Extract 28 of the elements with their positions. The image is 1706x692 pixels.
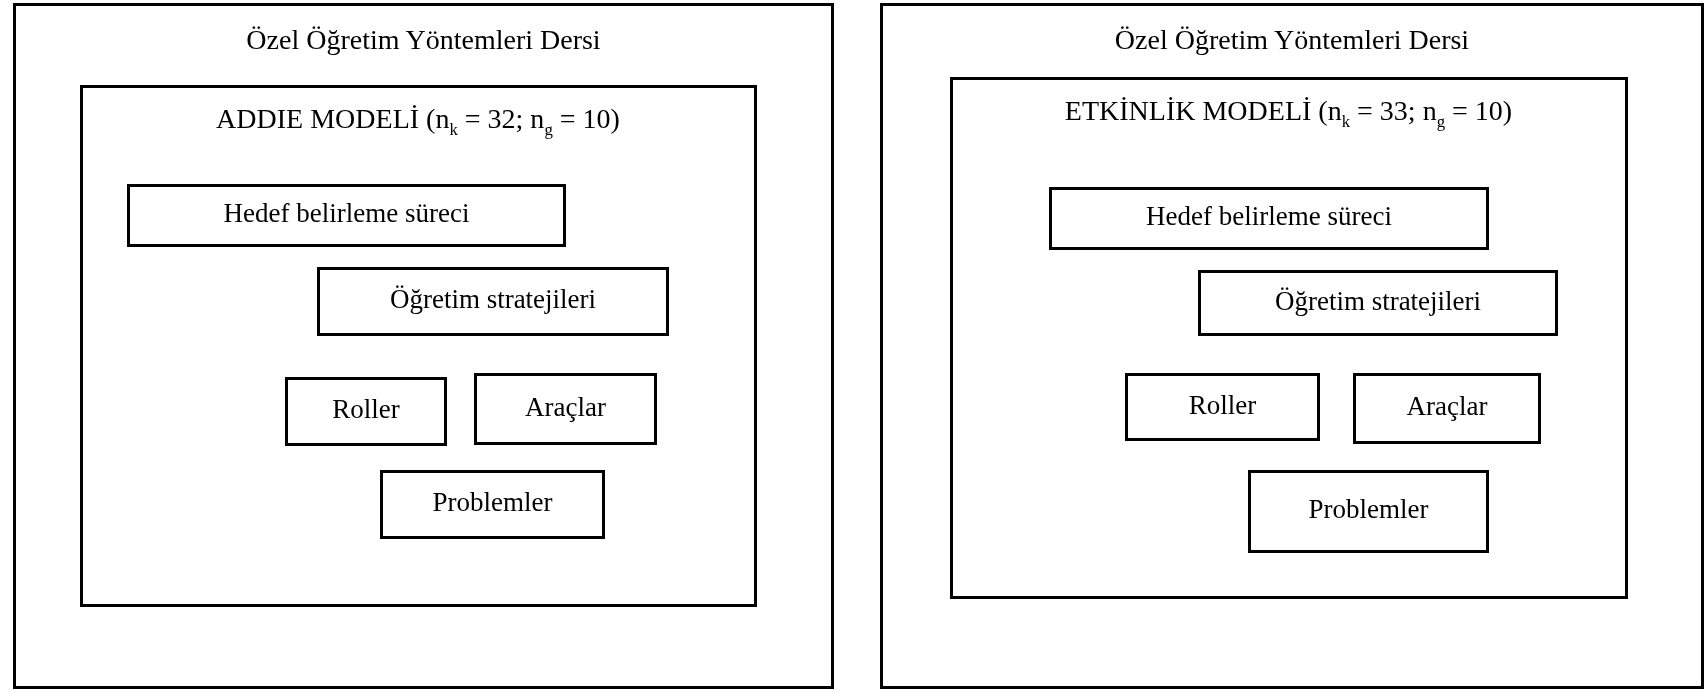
process-box [1049, 187, 1489, 250]
group-frame [949, 76, 1628, 599]
group-title: ADDIE MODELİ (n$_{k}$ = 32; n$_{g}$ = 10) [215, 102, 621, 140]
process-box [380, 470, 605, 539]
box-label: Hedef belirleme süreci [223, 198, 470, 230]
box-label: Hedef belirleme süreci [1146, 201, 1392, 233]
process-box [1353, 373, 1541, 444]
process-box [285, 377, 447, 446]
box-label: Problemler [1308, 494, 1429, 526]
group-title: Özel Öğretim Yöntemleri Dersi [245, 24, 602, 56]
process-box [317, 267, 669, 336]
process-box [1198, 270, 1558, 336]
process-box [1125, 373, 1320, 441]
box-label: Öğretim stratejileri [1274, 285, 1482, 318]
process-box [474, 373, 657, 445]
box-label: Roller [332, 394, 400, 426]
box-label: Araçlar [1406, 391, 1488, 423]
box-label: Araçlar [525, 391, 606, 424]
process-box [127, 184, 566, 247]
group-title: ETKİNLİK MODELİ (n$_{k}$ = 33; n$_{g}$ = 10) [1063, 94, 1514, 132]
process-box [1248, 470, 1489, 553]
group-frame [79, 84, 757, 607]
group-title: Özel Öğretim Yöntemleri Dersi [1113, 24, 1471, 56]
box-label: Öğretim stratejileri [389, 284, 597, 316]
group-frame [880, 3, 1704, 689]
box-label: Roller [1188, 389, 1257, 422]
box-label: Problemler [432, 487, 553, 519]
group-frame [13, 3, 834, 689]
